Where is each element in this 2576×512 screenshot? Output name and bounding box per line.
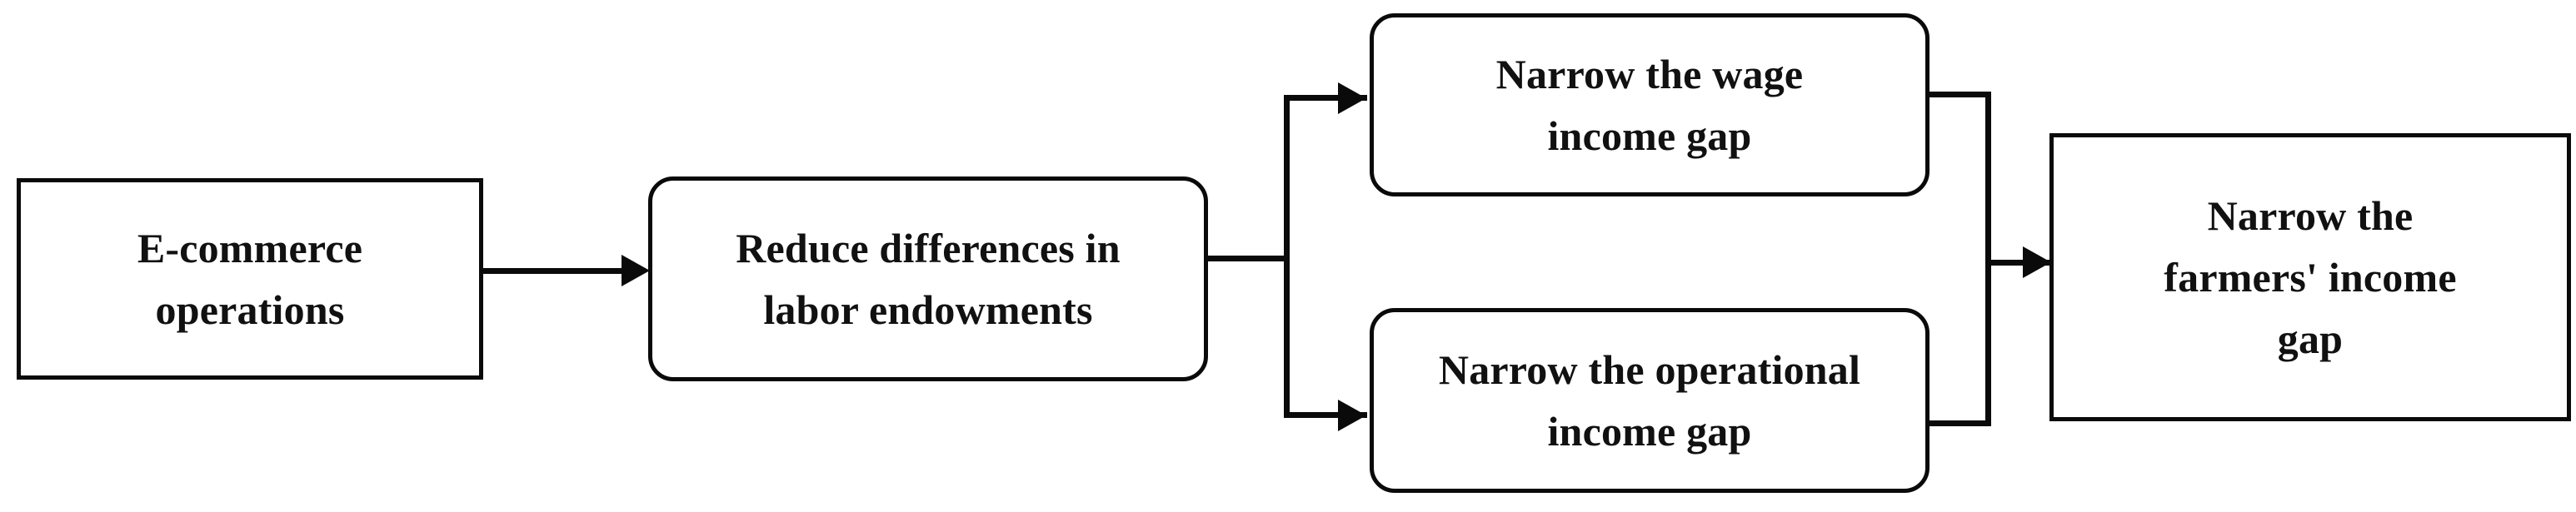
node-ecommerce-operations-label: E-commerce operations <box>137 225 363 333</box>
edge-split-to-operational-income-gap <box>1284 412 1367 418</box>
node-farmers-income-gap-label: Narrow the farmers' income gap <box>2164 192 2457 362</box>
split-bus-vertical <box>1284 95 1290 418</box>
edge-ecommerce-to-reduce-differences <box>482 268 623 274</box>
arrowhead-into-farmers-income-gap <box>2023 246 2051 278</box>
node-reduce-differences-label: Reduce differences in labor endowments <box>736 225 1121 333</box>
node-narrow-the-operational-income-gap[interactable]: Narrow the operational income gap <box>1370 308 1930 493</box>
edge-wage-income-gap-to-merge <box>1916 92 1991 97</box>
node-narrow-the-wage-income-gap[interactable]: Narrow the wage income gap <box>1370 13 1930 196</box>
node-reduce-differences-in-labor-endowments[interactable]: Reduce differences in labor endowments <box>648 176 1208 381</box>
arrowhead-into-operational-income-gap <box>1338 400 1366 431</box>
node-operational-income-gap-label: Narrow the operational income gap <box>1438 346 1861 455</box>
node-wage-income-gap-label: Narrow the wage income gap <box>1495 51 1804 159</box>
arrowhead-into-wage-income-gap <box>1338 82 1366 114</box>
edge-operational-income-gap-to-merge <box>1916 420 1991 426</box>
node-ecommerce-operations[interactable]: E-commerce operations <box>17 178 483 380</box>
edge-reduce-differences-to-split <box>1206 256 1290 261</box>
node-narrow-the-farmers-income-gap[interactable]: Narrow the farmers' income gap <box>2049 133 2571 421</box>
arrowhead-into-reduce-differences <box>622 255 650 286</box>
merge-bus-vertical <box>1985 92 1991 426</box>
edge-split-to-wage-income-gap <box>1284 95 1367 101</box>
